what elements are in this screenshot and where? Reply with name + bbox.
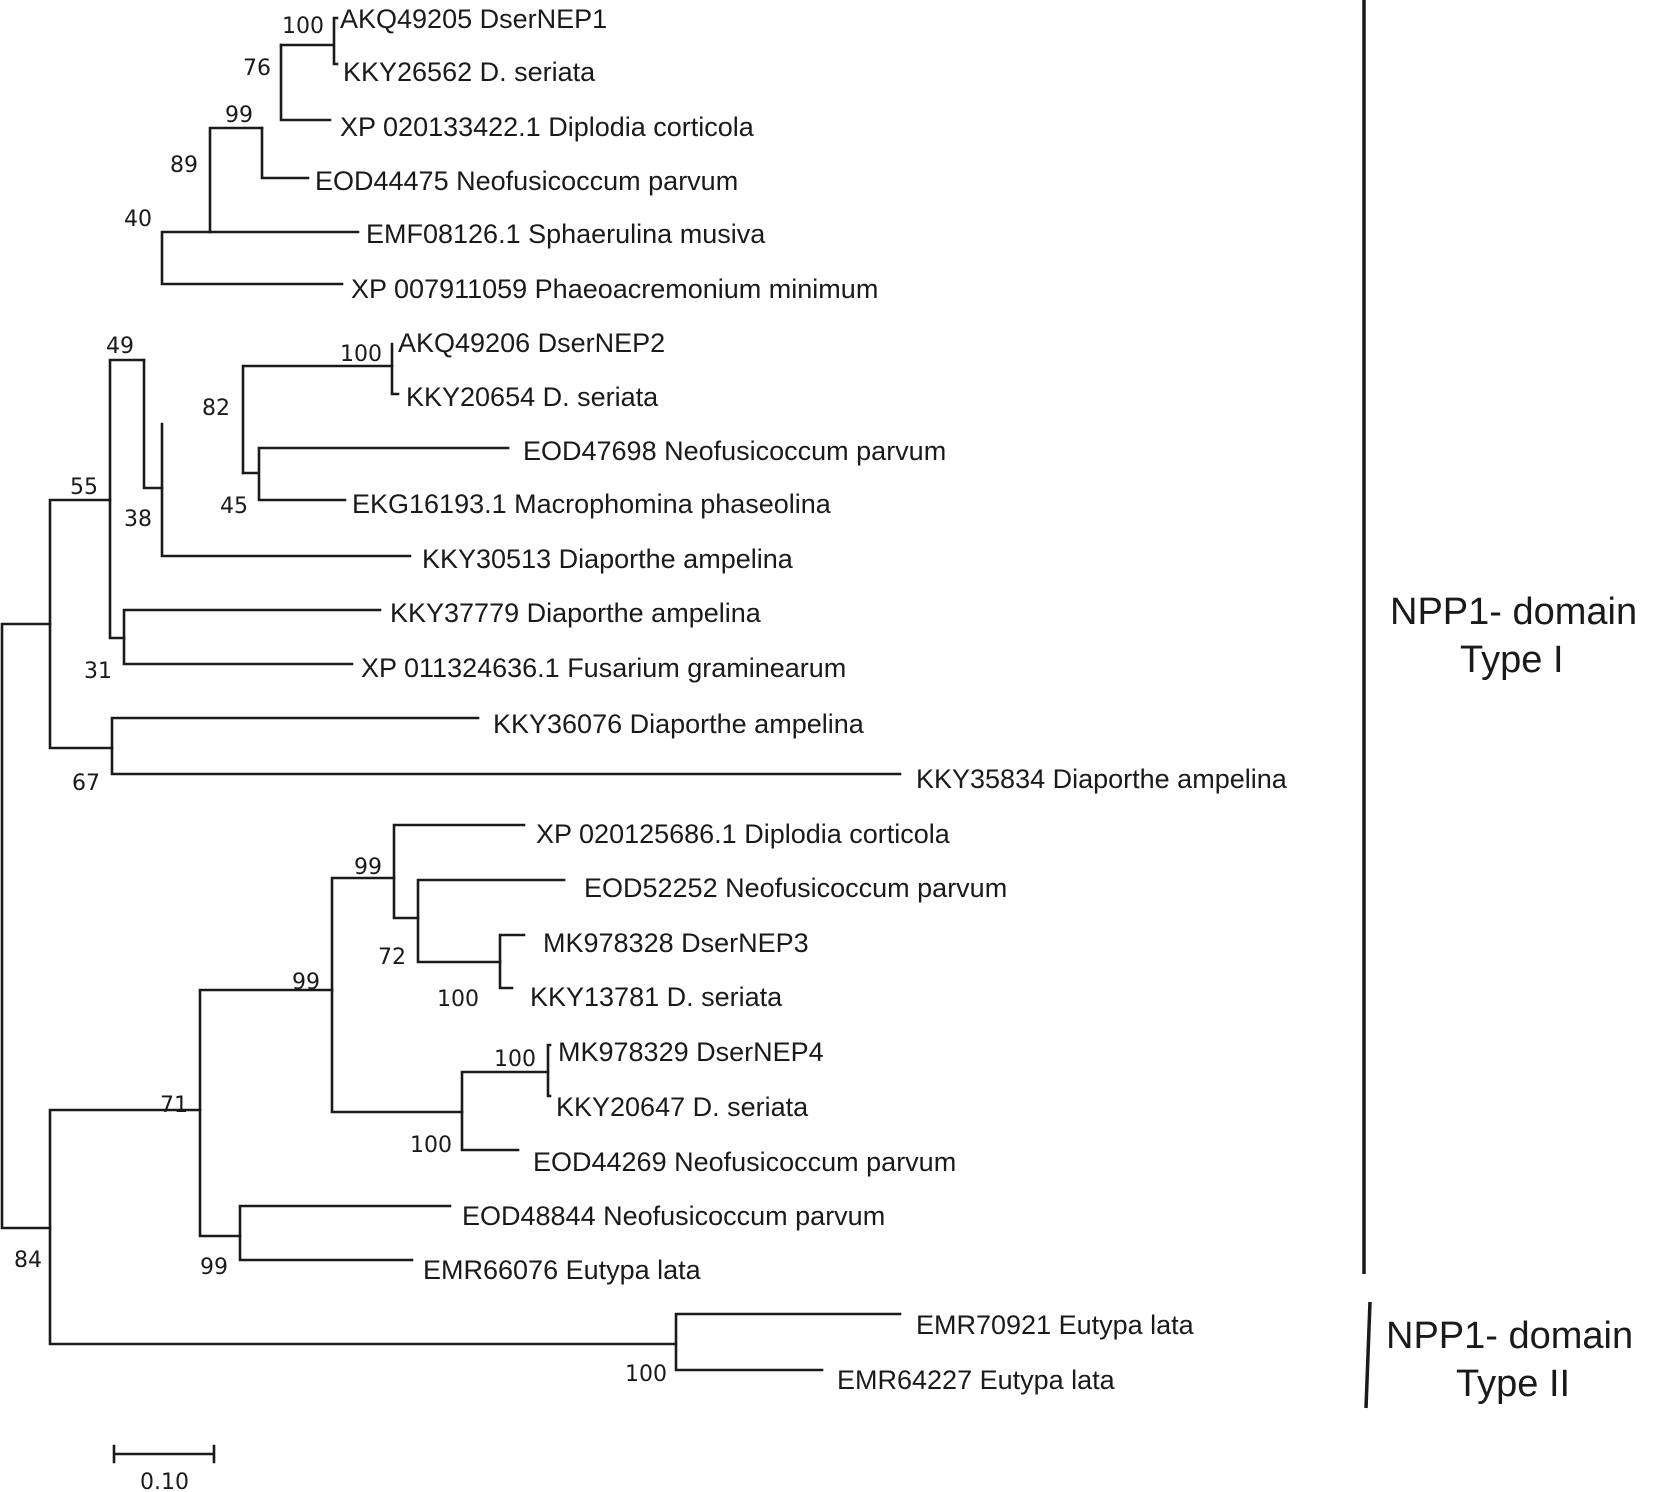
clade-72-branch [416, 878, 566, 964]
group-type-1-line2: Type I [1460, 639, 1564, 681]
taxon-label: EOD52252 Neofusicoccum parvum [584, 873, 1007, 903]
clade-100-eutypa-branch [674, 1312, 902, 1372]
group-type-2-line1: NPP1- domain [1386, 1315, 1633, 1357]
bootstrap-value: 99 [292, 970, 320, 995]
taxon-label: KKY37779 Diaporthe ampelina [390, 598, 762, 628]
group-type-1-line1: NPP1- domain [1390, 591, 1637, 633]
taxon-label: MK978328 DserNEP3 [543, 928, 809, 958]
clade-55-branch [48, 498, 114, 750]
taxon-label: MK978329 DserNEP4 [558, 1037, 824, 1067]
bootstrap-value: 71 [160, 1093, 188, 1118]
taxon-label: EMR66076 Eutypa lata [423, 1255, 702, 1285]
bootstrap-value: 100 [410, 1133, 452, 1158]
group-bar-type-2 [1364, 1301, 1372, 1409]
taxon-label: EOD44269 Neofusicoccum parvum [533, 1147, 956, 1177]
taxon-label: KKY13781 D. seriata [530, 982, 783, 1012]
bootstrap-value: 84 [14, 1248, 42, 1273]
clade-31-branch [122, 608, 382, 666]
clade-67-branch [110, 716, 902, 776]
clade-84-branch [48, 1108, 678, 1346]
taxon-label: EOD48844 Neofusicoccum parvum [462, 1201, 885, 1231]
clade-100-lower-branch [460, 1070, 550, 1152]
clade-38-branch [142, 358, 164, 490]
taxon-label: AKQ49205 DserNEP1 [340, 4, 607, 34]
clade-100-dsernep1-branch [279, 16, 339, 66]
taxon-label: EKG16193.1 Macrophomina phaseolina [352, 489, 832, 519]
bootstrap-value: 100 [340, 342, 382, 367]
taxon-label: EMF08126.1 Sphaerulina musiva [366, 219, 766, 249]
bootstrap-value: 82 [202, 396, 230, 421]
bootstrap-value: 89 [170, 153, 198, 178]
clade-82-branch [241, 364, 394, 475]
bootstrap-value: 76 [243, 56, 271, 81]
taxon-label: KKY26562 D. seriata [343, 57, 596, 87]
clade-99-branch [260, 126, 310, 180]
bootstrap-value: 99 [225, 103, 253, 128]
bootstrap-value: 100 [625, 1362, 667, 1387]
taxon-label: EMR70921 Eutypa lata [916, 1310, 1195, 1340]
bootstrap-value: 67 [72, 771, 100, 796]
bootstrap-value: 72 [378, 945, 406, 970]
scale-bar [112, 1444, 216, 1464]
taxon-label: KKY20647 D. seriata [556, 1092, 809, 1122]
taxon-label: EOD47698 Neofusicoccum parvum [523, 436, 946, 466]
clade-100-dsernep2-branch [390, 342, 400, 396]
bootstrap-value: 31 [84, 659, 112, 684]
group-type-2-line2: Type II [1456, 1363, 1570, 1405]
taxon-label: EMR64227 Eutypa lata [837, 1365, 1116, 1395]
taxon-label: KKY20654 D. seriata [406, 382, 659, 412]
bootstrap-value: 99 [200, 1255, 228, 1280]
bootstrap-values: 100 76 99 89 40 100 82 45 38 49 31 55 67 99 72 100 100 10… [14, 14, 667, 1387]
bootstrap-value: 45 [220, 494, 248, 519]
bootstrap-value: 99 [354, 855, 382, 880]
taxon-label: XP 011324636.1 Fusarium graminearum [361, 653, 846, 683]
clade-40-branch [160, 230, 344, 286]
taxon-label: XP 007911059 Phaeoacremonium minimum [351, 274, 878, 304]
clade-76-branch [279, 43, 332, 122]
bootstrap-value: 38 [124, 507, 152, 532]
root-branch [0, 622, 52, 1230]
taxon-label: KKY36076 Diaporthe ampelina [493, 709, 865, 739]
bootstrap-value: 55 [70, 475, 98, 500]
clade-99-lower-branch [198, 988, 334, 1238]
taxon-label: KKY30513 Diaporthe ampelina [422, 544, 794, 574]
clade-99-top-branch [392, 823, 526, 920]
clade-99-inner-branch [330, 876, 464, 1114]
bootstrap-value: 49 [106, 334, 134, 359]
taxon-label: KKY35834 Diaporthe ampelina [916, 764, 1288, 794]
taxon-label: XP 020125686.1 Diplodia corticola [536, 819, 951, 849]
clade-100-dsernep4-branch [546, 1043, 552, 1098]
scale-label: 0.10 [140, 1470, 189, 1492]
taxon-label: XP 020133422.1 Diplodia corticola [340, 112, 755, 142]
clade-89-branch [208, 126, 360, 234]
taxon-label: AKQ49206 DserNEP2 [398, 328, 665, 358]
clade-71-branch [238, 1204, 452, 1262]
clade-81-branch [160, 422, 412, 558]
tree-branches [0, 16, 902, 1372]
bootstrap-value: 100 [494, 1047, 536, 1072]
bootstrap-value: 100 [437, 987, 479, 1012]
taxon-label: EOD44475 Neofusicoccum parvum [315, 166, 738, 196]
bootstrap-value: 100 [282, 14, 324, 39]
clade-49-branch [108, 358, 146, 640]
clade-45-branch [241, 446, 510, 502]
bootstrap-value: 40 [124, 207, 152, 232]
clade-100-dsernep3-branch [498, 933, 526, 990]
